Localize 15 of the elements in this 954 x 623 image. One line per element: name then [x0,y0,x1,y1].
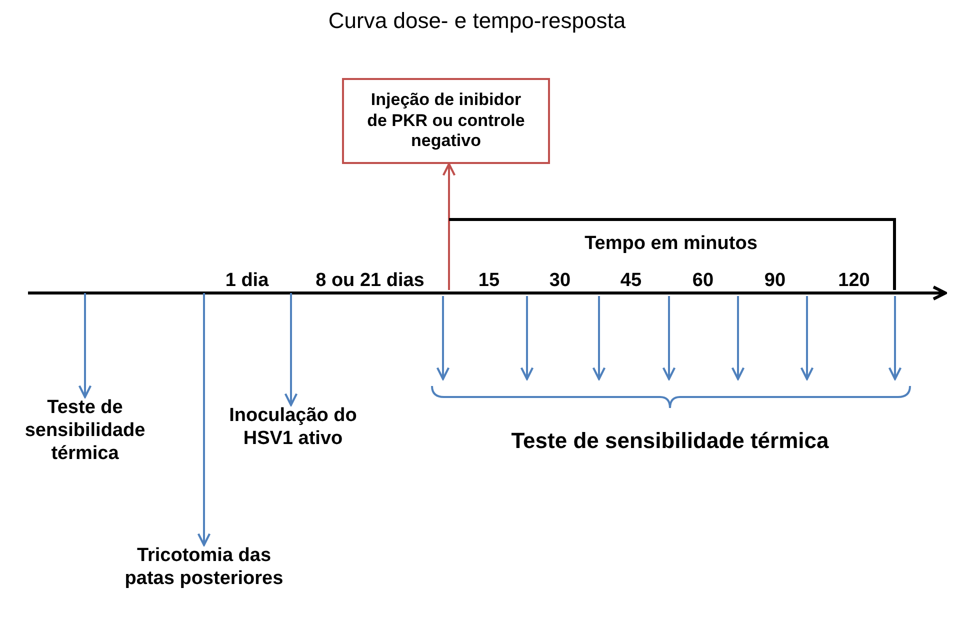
arrow [442,162,456,290]
event-text: Tempo em minutos [584,233,758,256]
box-text: Injeção de inibidor de PKR ou controle negativo [366,90,526,152]
event-text: Teste de sensibilidade térmica [24,397,146,466]
minute-label: 120 [837,270,871,293]
arrow [284,293,298,406]
diagram-title: Curva dose- e tempo-resposta [327,8,627,34]
event-text: Inoculação do HSV1 ativo [228,405,358,451]
arrow [197,293,211,546]
event-text: Tricotomia das patas posteriores [124,545,284,591]
time-label: 1 dia [224,270,270,293]
arrow [78,293,92,398]
time-label: 8 ou 21 dias [314,270,426,293]
event-box [342,78,550,164]
event-text: Teste de sensibilidade térmica [511,428,829,454]
